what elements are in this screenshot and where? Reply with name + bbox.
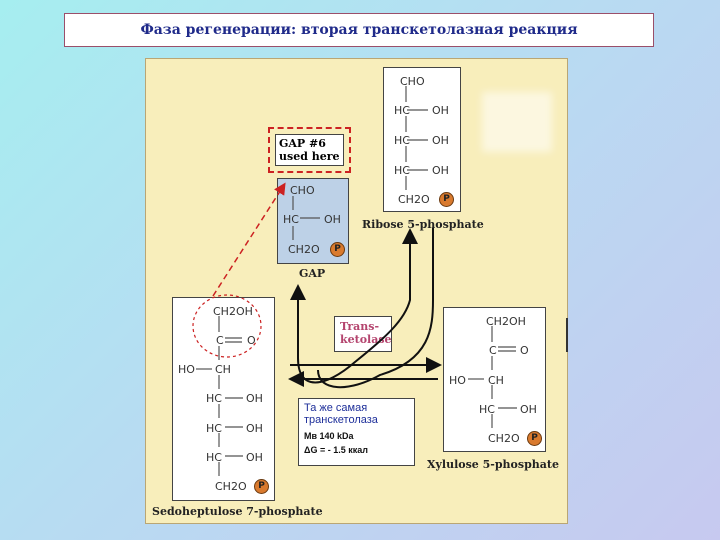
xylu-c4: HC <box>479 403 495 416</box>
sedo-c4-oh: OH <box>246 392 263 405</box>
gap-c1: CHO <box>290 184 315 197</box>
sedo-c6: HC <box>206 451 222 464</box>
ribose-c3: HC <box>394 134 410 147</box>
xylulose-label: Xylulose 5-phosphate <box>427 458 559 471</box>
enzyme-line2: ketolase <box>340 333 392 346</box>
sedo-c5: HC <box>206 422 222 435</box>
gap6-box: GAP #6 used here <box>275 134 344 166</box>
ribose-phosphate-icon: P <box>439 192 454 207</box>
enzyme-line1: Trans- <box>340 320 380 333</box>
title-box: Фаза регенерации: вторая транскетолазная… <box>64 13 654 47</box>
note-mass: Мв 140 kDa <box>304 431 354 441</box>
sedo-c2-o: O <box>247 334 256 347</box>
gap-phosphate-icon: P <box>330 242 345 257</box>
ribose-c2-oh: OH <box>432 104 449 117</box>
gap-c2: HC <box>283 213 299 226</box>
xylu-c1: CH2OH <box>486 315 526 328</box>
sedo-c4: HC <box>206 392 222 405</box>
sedo-c7: CH2O <box>215 480 247 493</box>
sedo-c5-oh: OH <box>246 422 263 435</box>
ribose-c5: CH2O <box>398 193 430 206</box>
note-line2: транскетолаза <box>304 414 378 426</box>
xylu-c5: CH2O <box>488 432 520 445</box>
transketolase-enzyme-box: Trans- ketolase <box>334 316 392 352</box>
xylu-phosphate-icon: P <box>527 431 542 446</box>
note-line1: Та же самая <box>304 402 368 414</box>
xylu-c2-o: O <box>520 344 529 357</box>
xylu-c3-ho: HO <box>449 374 466 387</box>
sedo-c2: C <box>216 334 224 347</box>
sedo-c3: CH <box>215 363 231 376</box>
ribose-c3-oh: OH <box>432 134 449 147</box>
sedoheptulose-label: Sedoheptulose 7-phosphate <box>152 505 323 518</box>
ribose-c1: CHO <box>400 75 425 88</box>
ribose-c4: HC <box>394 164 410 177</box>
xylu-c3: CH <box>488 374 504 387</box>
gap-c3: CH2O <box>288 243 320 256</box>
sedo-c1: CH2OH <box>213 305 253 318</box>
xylu-c4-oh: OH <box>520 403 537 416</box>
ribose-label: Ribose 5-phosphate <box>362 218 484 231</box>
sedo-c3-ho: HO <box>178 363 195 376</box>
note-energy: ΔG = - 1.5 ккал <box>304 445 368 455</box>
gap-c2-oh: OH <box>324 213 341 226</box>
page-title: Фаза регенерации: вторая транскетолазная… <box>140 22 578 38</box>
gap6-line2: used here <box>279 150 340 163</box>
xylu-c2: C <box>489 344 497 357</box>
gap6-line1: GAP #6 <box>279 137 326 150</box>
ribose-c4-oh: OH <box>432 164 449 177</box>
sedo-phosphate-icon: P <box>254 479 269 494</box>
gap6-callout: GAP #6 used here <box>268 127 351 173</box>
gap-label: GAP <box>299 267 326 280</box>
ribose-c2: HC <box>394 104 410 117</box>
sedoheptulose-structure-box: CH2OH C O HO CH HC OH HC OH HC OH CH2O P <box>172 297 275 501</box>
gap-structure-box: CHO HC OH CH2O P <box>277 178 349 264</box>
ribose-structure-box: CHO HC OH HC OH HC OH CH2O P <box>383 67 461 212</box>
smudge <box>482 92 552 152</box>
transketolase-note: Та же самая транскетолаза Мв 140 kDa ΔG … <box>298 398 415 466</box>
xylulose-structure-box: CH2OH C O HO CH HC OH CH2O P <box>443 307 546 452</box>
sedo-c6-oh: OH <box>246 451 263 464</box>
